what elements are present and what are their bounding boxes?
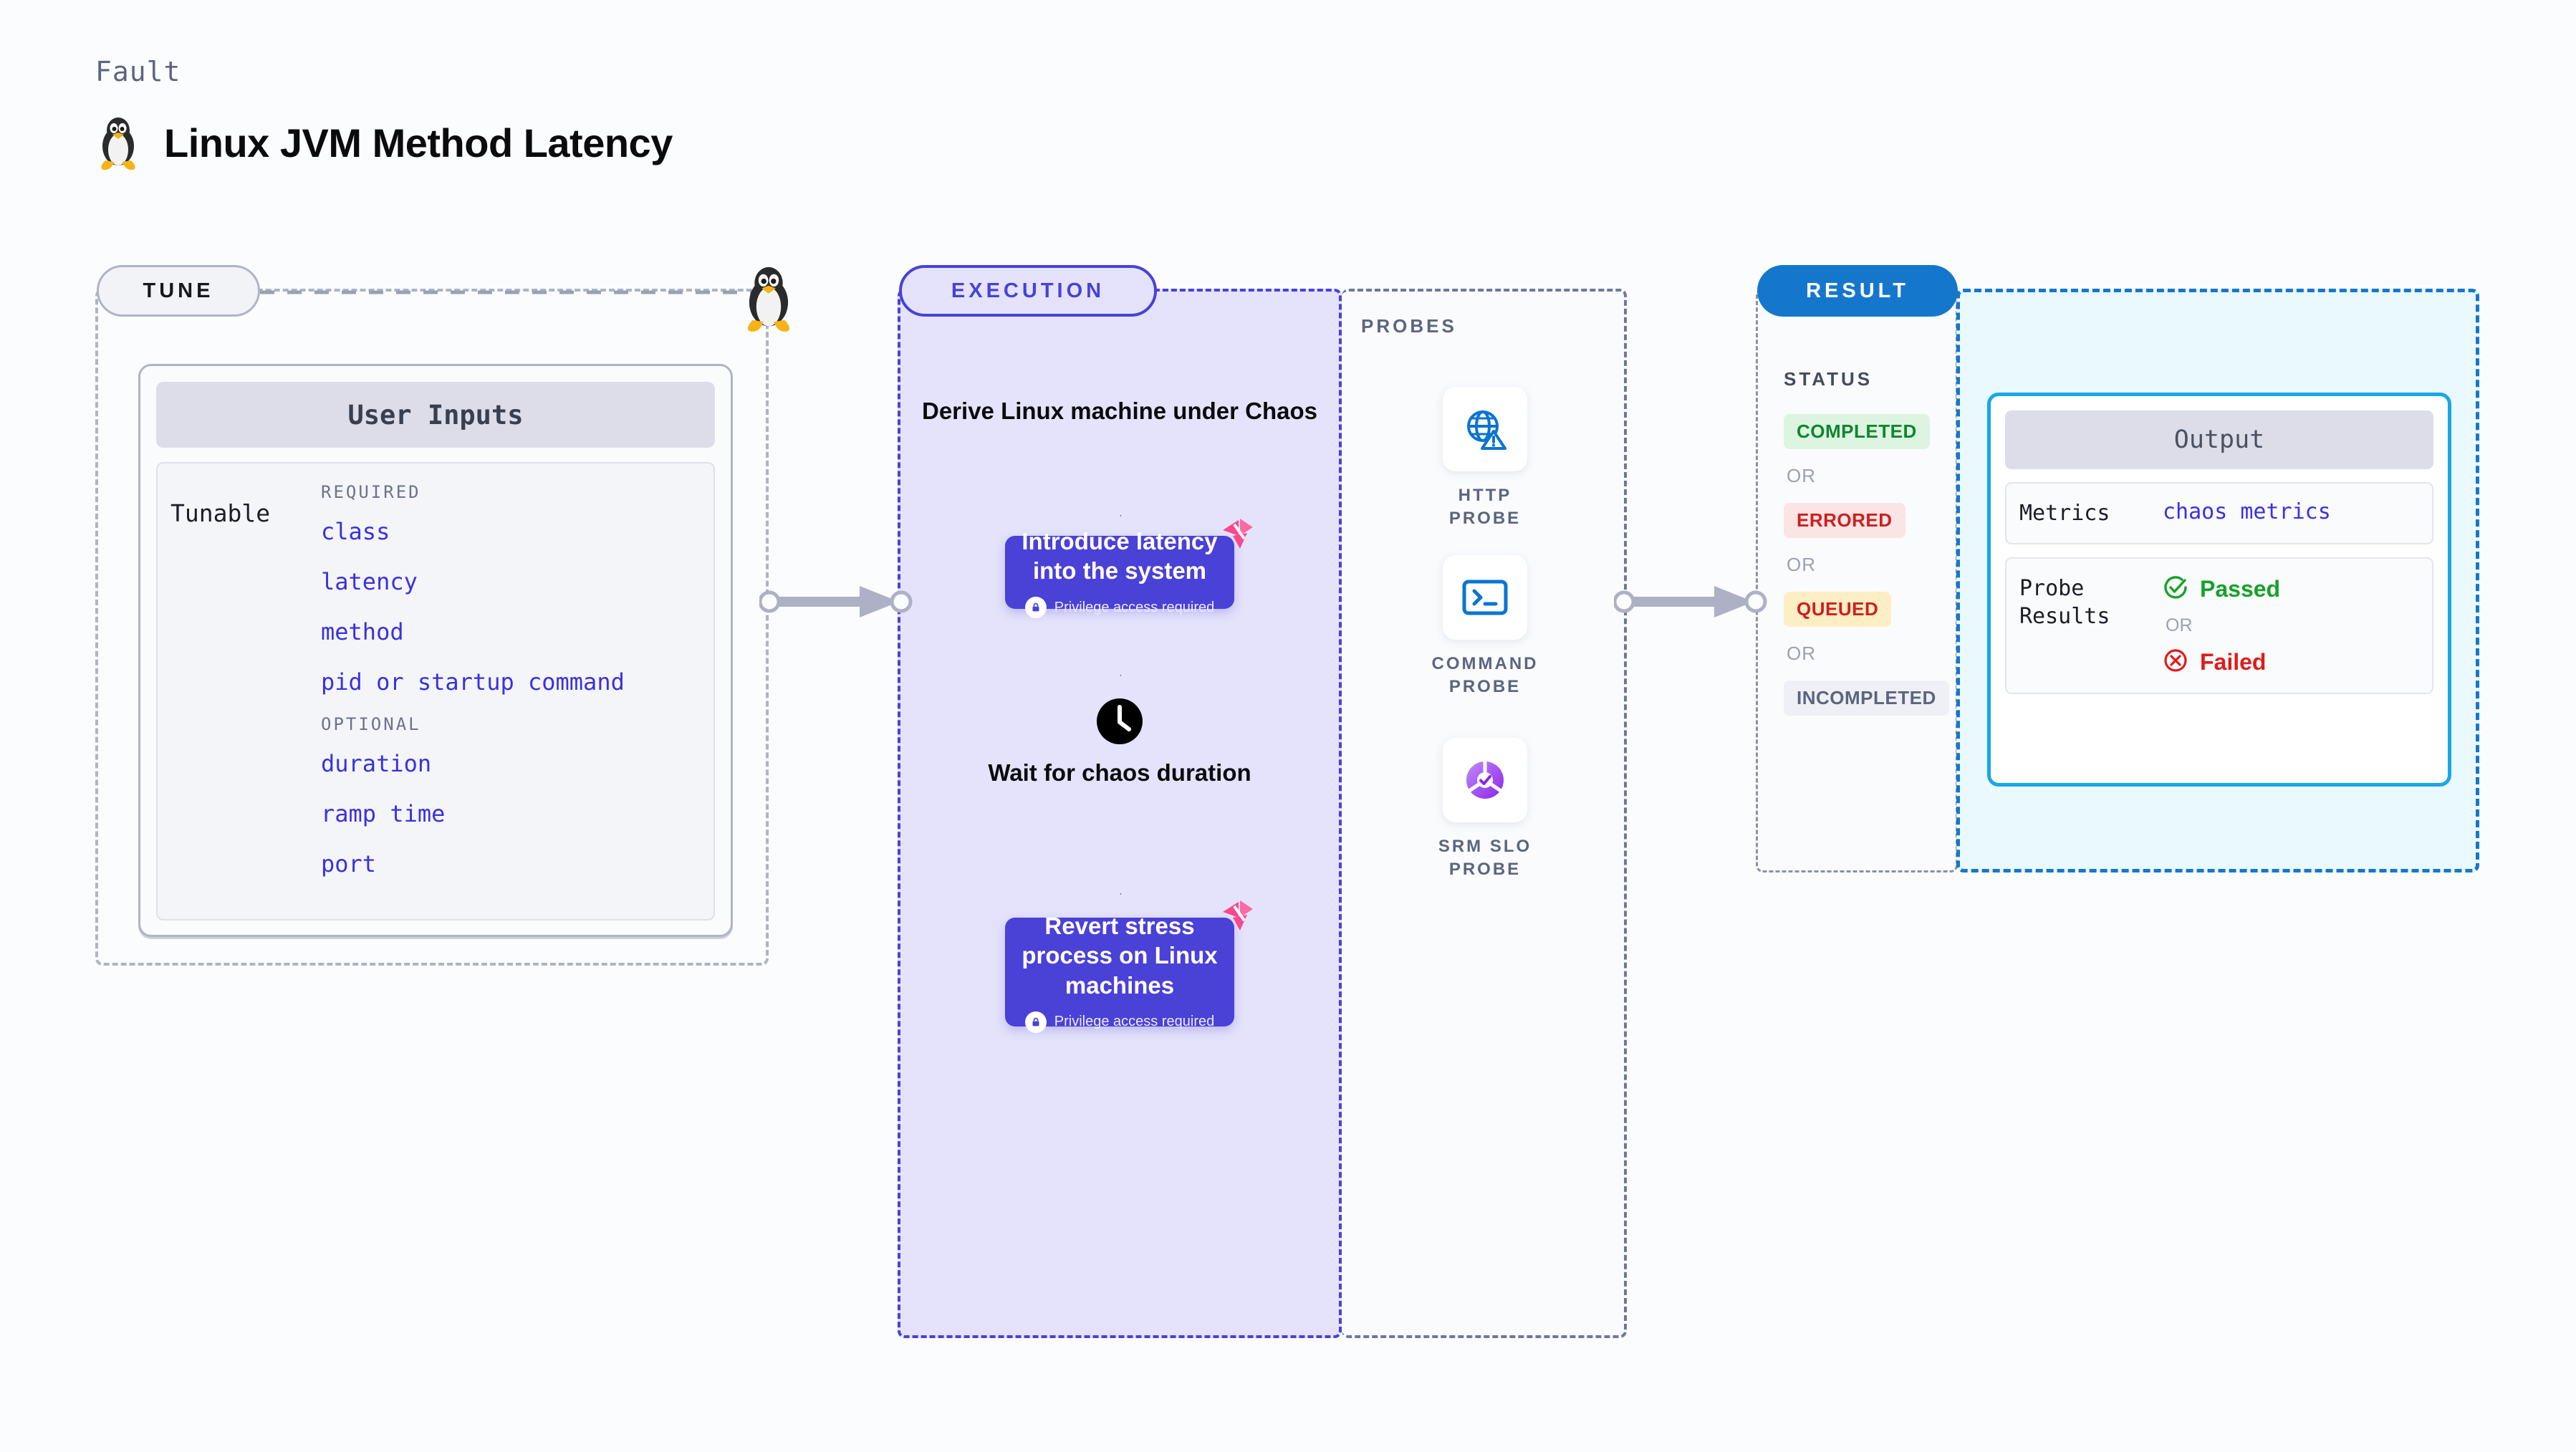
optional-group-heading: OPTIONAL	[321, 714, 421, 734]
status-list: COMPLETED OR ERRORED OR QUEUED OR INCOMP…	[1784, 414, 1949, 716]
tune-linux-penguin-icon	[739, 264, 799, 336]
connector-tune-to-execution	[759, 586, 913, 617]
execution-flow: Derive Linux machine under Chaos Introdu…	[898, 289, 1342, 1338]
clock-icon	[1095, 697, 1144, 746]
status-badge-errored: ERRORED	[1784, 503, 1905, 538]
probes-label: PROBES	[1361, 315, 1457, 337]
srm-slo-donut-check-icon	[1443, 738, 1527, 822]
flow-block-introduce-latency[interactable]: Introduce latency into the system Privil…	[1005, 519, 1253, 619]
page-title: Linux JVM Method Latency	[164, 120, 673, 165]
param-class[interactable]: class	[321, 518, 390, 545]
required-group-heading: REQUIRED	[321, 482, 421, 502]
harness-flag-icon	[1219, 517, 1256, 555]
probe-http-label: HTTP PROBE	[1448, 486, 1522, 529]
status-badge-completed: COMPLETED	[1784, 414, 1930, 449]
user-inputs-title: User Inputs	[156, 382, 715, 448]
flow-block-note-text: Privilege access required	[1054, 599, 1215, 615]
flow-arrow-3	[1120, 893, 1121, 895]
param-duration[interactable]: duration	[321, 750, 432, 777]
flow-block-title: Introduce latency into the system	[1022, 527, 1218, 584]
tune-stage-panel	[95, 289, 769, 966]
flow-arrow-1	[1120, 515, 1121, 517]
param-pid-or-startup-command[interactable]: pid or startup command	[321, 668, 625, 696]
flow-step-wait-text: Wait for chaos duration	[988, 759, 1251, 786]
flow-block-note: Privilege access required	[1024, 1011, 1215, 1033]
page-title-row: Linux JVM Method Latency	[95, 115, 673, 170]
harness-flag-icon	[1219, 899, 1256, 937]
linux-penguin-icon	[95, 115, 141, 170]
terminal-icon	[1443, 555, 1527, 640]
stage-badge-execution[interactable]: EXECUTION	[899, 265, 1157, 317]
status-or-1: OR	[1787, 465, 1816, 486]
check-circle-icon	[2163, 574, 2188, 604]
param-latency[interactable]: latency	[321, 568, 418, 595]
probe-srm-slo[interactable]: SRM SLO PROBE	[1422, 738, 1548, 882]
status-badge-queued: QUEUED	[1784, 592, 1892, 627]
user-inputs-card: User Inputs Tunable REQUIRED class laten…	[138, 364, 733, 937]
param-method[interactable]: method	[321, 618, 404, 645]
failed-label: Failed	[2200, 649, 2267, 675]
output-title: Output	[2005, 410, 2433, 469]
output-row-probe-results: Probe Results Passed OR	[2005, 557, 2433, 694]
lock-icon	[1024, 597, 1047, 619]
param-ramp-time[interactable]: ramp time	[321, 800, 446, 827]
probe-command[interactable]: COMMAND PROBE	[1422, 555, 1548, 699]
connector-probes-to-result	[1614, 586, 1767, 617]
stage-badge-tune[interactable]: TUNE	[97, 265, 260, 317]
flow-block-note: Privilege access required	[1024, 597, 1215, 619]
status-or-3: OR	[1787, 643, 1816, 664]
flow-block-title: Revert stress process on Linux machines	[1022, 913, 1218, 999]
probe-command-label: COMMAND PROBE	[1431, 654, 1539, 697]
status-or-2: OR	[1787, 554, 1816, 575]
probe-results-key: Probe Results	[2019, 576, 2110, 629]
probe-results-values: Passed OR Failed	[2163, 574, 2280, 677]
tunable-section: Tunable REQUIRED class latency method pi…	[156, 462, 715, 920]
probe-srm-slo-label: SRM SLO PROBE	[1438, 837, 1532, 880]
status-badge-incompleted: INCOMPLETED	[1784, 681, 1949, 716]
param-port[interactable]: port	[321, 850, 377, 878]
flow-step-derive-text: Derive Linux machine under Chaos	[922, 398, 1317, 424]
probe-result-passed: Passed	[2163, 574, 2280, 604]
globe-warning-icon	[1443, 387, 1527, 471]
probe-result-failed: Failed	[2163, 648, 2280, 677]
probe-result-or: OR	[2166, 615, 2193, 635]
execution-stage-panel	[898, 289, 1342, 1338]
probe-http[interactable]: HTTP PROBE	[1422, 387, 1548, 531]
flow-arrow-2	[1120, 675, 1121, 677]
metrics-value[interactable]: chaos metrics	[2163, 499, 2331, 524]
flow-block-revert-stress[interactable]: Revert stress process on Linux machines …	[1005, 900, 1253, 1033]
x-circle-icon	[2163, 648, 2188, 677]
tune-badge-dashed-connector	[260, 290, 754, 294]
lock-icon	[1024, 1011, 1047, 1033]
tunable-label: Tunable	[170, 499, 271, 527]
metrics-key: Metrics	[2019, 501, 2110, 526]
flow-block-note-text: Privilege access required	[1054, 1014, 1215, 1030]
passed-label: Passed	[2200, 576, 2281, 602]
output-card: Output Metrics chaos metrics Probe Resul…	[1987, 393, 2451, 787]
status-label: STATUS	[1784, 368, 1873, 390]
stage-badge-result[interactable]: RESULT	[1757, 265, 1958, 317]
tunable-params-list: REQUIRED class latency method pid or sta…	[321, 482, 706, 912]
fault-kicker: Fault	[95, 56, 181, 87]
output-row-metrics: Metrics chaos metrics	[2005, 482, 2433, 544]
